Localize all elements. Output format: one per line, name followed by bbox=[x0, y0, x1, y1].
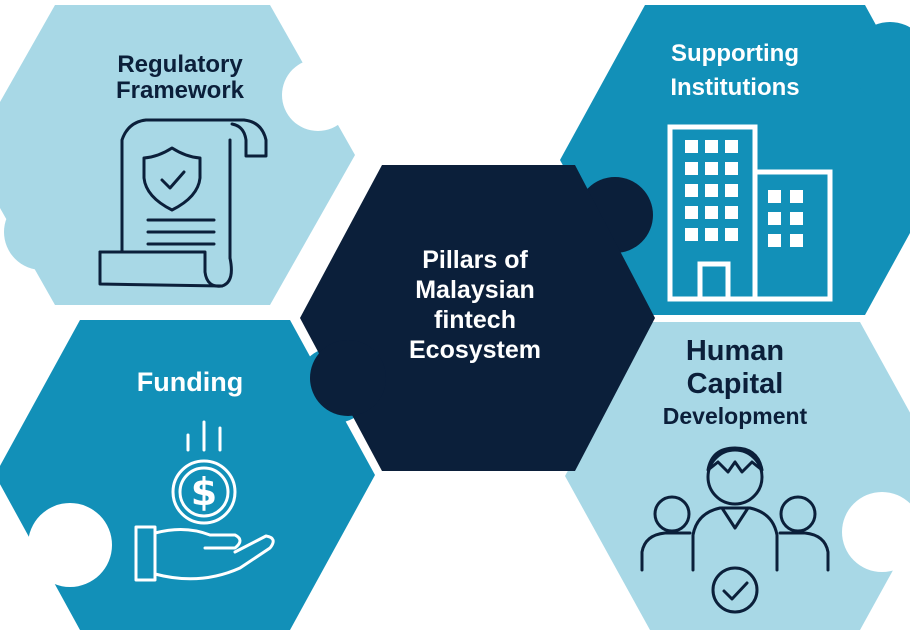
office-buildings-icon bbox=[667, 124, 833, 302]
pillar-human-label-line: Human bbox=[685, 335, 785, 367]
center-title-line: fintech bbox=[434, 306, 516, 334]
pillar-regulatory-label-line: Framework bbox=[115, 77, 245, 104]
dollar-sign-icon: $ bbox=[191, 470, 217, 514]
pillar-supporting-label: Supporting Institutions bbox=[625, 37, 845, 105]
center-title-line: Ecosystem bbox=[408, 336, 542, 364]
pillar-funding-label-line: Funding bbox=[136, 367, 244, 397]
hand-dollar-coin-icon bbox=[134, 420, 275, 582]
pillar-regulatory-label-line: Regulatory bbox=[117, 51, 243, 78]
pillar-funding-label: Funding bbox=[95, 367, 285, 397]
legal-document-shield-icon bbox=[98, 118, 268, 288]
pillar-human-label-line: Development bbox=[662, 403, 808, 429]
team-checkmark-icon bbox=[640, 446, 830, 614]
pillar-regulatory-label: Regulatory Framework bbox=[70, 52, 290, 104]
pillar-human-label: Human Capital Development bbox=[630, 335, 840, 431]
center-title-line: Malaysian bbox=[415, 276, 535, 304]
pillar-supporting-label-line: Institutions bbox=[670, 74, 800, 101]
center-hexagon bbox=[300, 165, 655, 471]
center-title-line: Pillars of bbox=[422, 246, 528, 274]
pillar-regulatory-piece bbox=[0, 5, 355, 305]
center-title: Pillars of Malaysian fintech Ecosystem bbox=[360, 245, 590, 365]
pillar-human-label-line: Capital bbox=[686, 368, 784, 400]
pillar-supporting-label-line: Supporting bbox=[671, 40, 799, 67]
